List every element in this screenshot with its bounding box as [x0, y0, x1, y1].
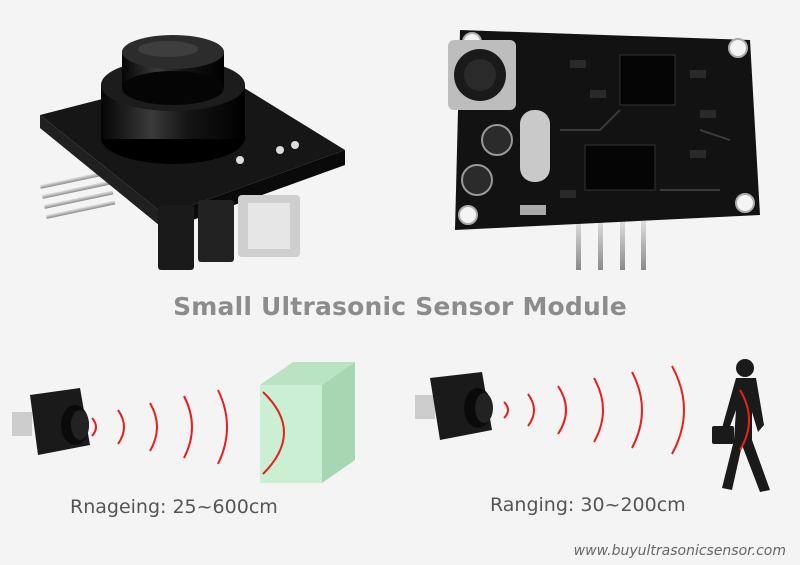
small-sensor-right [415, 372, 493, 440]
sensor-module-angled-photo [40, 35, 345, 270]
page-title: Small Ultrasonic Sensor Module [173, 292, 627, 321]
header-pins-top [576, 215, 646, 270]
sensor-module-top-photo [448, 30, 760, 270]
ranging-caption-left: Rnageing: 25~600cm [70, 496, 278, 518]
ultrasonic-waves-left [91, 389, 228, 465]
walking-person-silhouette [712, 359, 770, 492]
obstacle-wall [260, 362, 355, 483]
ultrasonic-waves-right [503, 365, 685, 455]
capacitor [158, 205, 194, 270]
website-watermark: www.buyultrasonicsensor.com [573, 543, 786, 559]
briefcase-icon [712, 426, 734, 444]
header-pins [40, 170, 116, 219]
small-sensor-left [12, 388, 90, 455]
crystal-top [520, 110, 550, 182]
ranging-caption-right: Ranging: 30~200cm [490, 494, 686, 516]
